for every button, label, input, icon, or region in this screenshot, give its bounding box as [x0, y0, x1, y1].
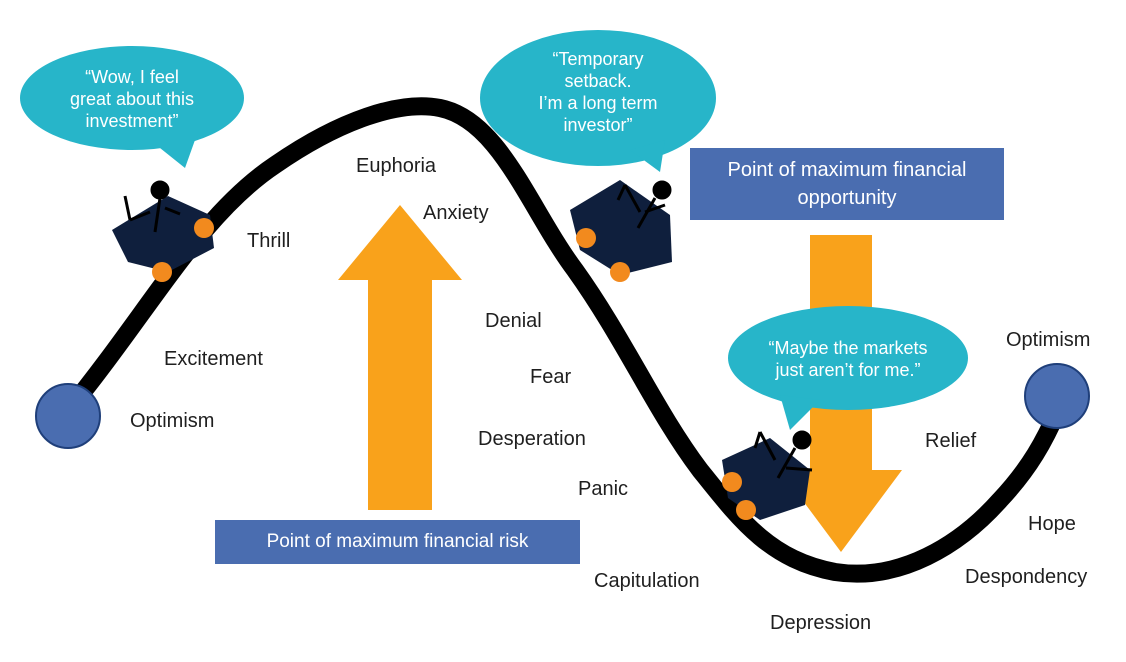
- bubble-left-line: “Wow, I feel: [85, 67, 179, 87]
- speech-bubble-icon: [480, 30, 716, 172]
- label-optimism-start: Optimism: [130, 410, 215, 432]
- label-depression: Depression: [770, 612, 872, 634]
- bubble-left-line: investment”: [85, 111, 179, 131]
- bubble-right-text: “Maybe the markets just aren’t for me.”: [738, 337, 958, 381]
- label-euphoria: Euphoria: [356, 155, 437, 177]
- car-icon: [570, 180, 672, 282]
- bubble-left-line: great about this: [69, 89, 195, 109]
- max-opportunity-label-line2: opportunity: [797, 187, 897, 209]
- bubble-middle-line: I’m a long term: [538, 93, 658, 113]
- max-opportunity-label-line1: Point of maximum financial: [727, 159, 967, 181]
- bubble-right-line: “Maybe the markets: [768, 338, 928, 358]
- bubble-middle-text: “Temporary setback. I’m a long term inve…: [488, 48, 708, 136]
- driver-icon: [753, 430, 813, 479]
- label-fear: Fear: [530, 366, 572, 388]
- start-circle: [35, 383, 101, 449]
- end-circle: [1024, 363, 1090, 429]
- max-opportunity-box: Point of maximum financial opportunity: [690, 148, 1004, 220]
- bubble-middle-line: “Temporary: [552, 49, 644, 69]
- bubble-middle-line: investor”: [563, 115, 633, 135]
- label-hope: Hope: [1028, 513, 1076, 535]
- car-icon: [112, 196, 214, 282]
- label-panic: Panic: [578, 478, 629, 500]
- driver-icon: [123, 180, 181, 233]
- label-relief: Relief: [925, 430, 977, 452]
- label-optimism-end: Optimism: [1006, 329, 1091, 351]
- speech-bubble-icon: [20, 46, 244, 168]
- label-thrill: Thrill: [247, 230, 291, 252]
- label-excitement: Excitement: [164, 348, 263, 370]
- speech-bubble-icon: [728, 306, 968, 430]
- label-desperation: Desperation: [478, 428, 586, 450]
- label-despondency: Despondency: [965, 566, 1088, 588]
- max-risk-label: Point of maximum financial risk: [266, 531, 529, 552]
- label-anxiety: Anxiety: [423, 202, 489, 224]
- driver-icon: [616, 180, 672, 229]
- bubble-middle-line: setback.: [564, 71, 632, 91]
- market-cycle-curve: [61, 97, 1067, 583]
- max-risk-box: Point of maximum financial risk: [215, 520, 580, 564]
- bubble-right-line: just aren’t for me.”: [775, 360, 921, 380]
- label-denial: Denial: [485, 310, 542, 332]
- bubble-left-text: “Wow, I feel great about this investment…: [32, 66, 232, 132]
- label-capitulation: Capitulation: [594, 570, 700, 592]
- up-arrow-icon: [338, 205, 462, 510]
